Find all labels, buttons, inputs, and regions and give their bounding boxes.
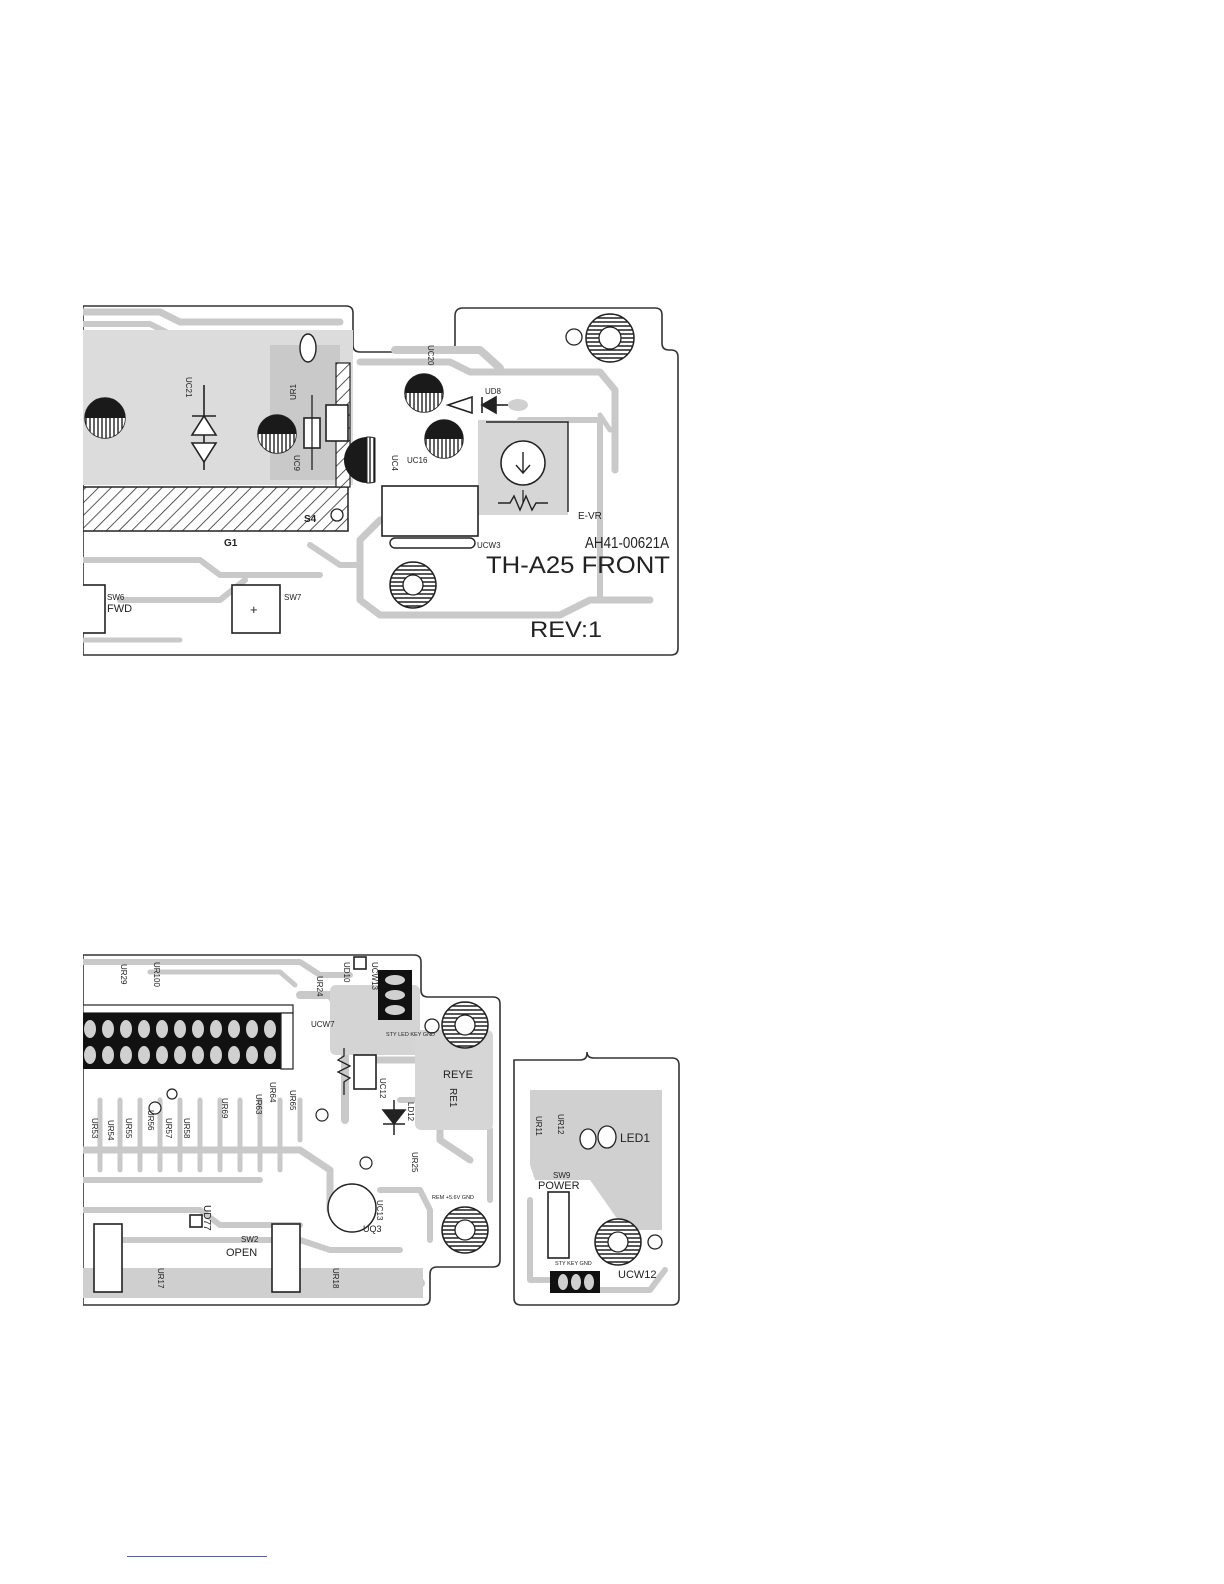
label-sw7: SW7 [284, 593, 302, 602]
label-uc12: UC12 [378, 1078, 387, 1099]
ud10-pad [353, 956, 367, 970]
evr-potentiometer [486, 421, 569, 512]
label-uc13: UC13 [375, 1200, 384, 1221]
label-uq3: UQ3 [363, 1224, 382, 1234]
resistor-symbol [336, 1048, 352, 1095]
label-sty-pins: STY KEY GND [555, 1261, 592, 1267]
label-uc9: UC9 [292, 455, 301, 472]
label-sw6: SW6 [107, 593, 125, 602]
mount-hole-bottom-lower [441, 1206, 489, 1254]
label-ucw7: UCW7 [311, 1020, 335, 1029]
capacitor-uc20 [404, 373, 444, 413]
mount-hole-top-bottom [389, 561, 437, 609]
switch-sw2 [271, 1223, 301, 1293]
mount-hole-power [594, 1218, 663, 1266]
label-ur54: UR54 [106, 1120, 115, 1141]
header-bar [83, 1004, 294, 1014]
label-ur53: UR53 [90, 1118, 99, 1139]
label-ur100: UR100 [152, 962, 161, 987]
ud77-pad [189, 1214, 203, 1228]
label-ur11: UR11 [534, 1116, 543, 1136]
ucw3-strip [389, 537, 476, 549]
label-uc20: UC20 [426, 345, 435, 366]
label-ur58: UR58 [182, 1118, 191, 1139]
label-ur65: UR65 [288, 1090, 297, 1111]
label-ur64: UR64 [268, 1082, 277, 1103]
label-s4: S4 [304, 514, 317, 525]
label-ur12: UR12 [556, 1114, 565, 1135]
switch-sw7 [231, 584, 281, 634]
label-ur69: UR69 [220, 1098, 229, 1119]
label-re1: RE1 [447, 1088, 458, 1108]
ucw3-connector [381, 485, 479, 537]
label-sw9: SW9 [553, 1171, 571, 1180]
label-connector-pins: STY LED KEY GND [386, 1032, 435, 1038]
capacitor-uc4 [344, 436, 376, 484]
capacitor-left [84, 397, 126, 439]
mount-hole-bottom-upper [424, 1001, 489, 1049]
label-ur18: UR18 [331, 1268, 340, 1289]
label-ucw3: UCW3 [477, 541, 501, 550]
bottom-traces [83, 959, 493, 1288]
label-ur17: UR17 [156, 1268, 165, 1289]
switch-left [93, 1223, 123, 1293]
label-ud77: UD77 [201, 1205, 212, 1231]
led-pad-1 [579, 1128, 597, 1150]
label-ur57: UR57 [164, 1118, 173, 1139]
component-block [325, 404, 349, 442]
label-ur29: UR29 [119, 964, 128, 985]
label-led1: LED1 [620, 1131, 650, 1145]
label-ucw13: UCW13 [370, 962, 379, 991]
zener-diode-uc21 [190, 385, 218, 470]
diode-ld12 [381, 1100, 407, 1135]
via-hole [330, 508, 344, 522]
led-pad-2 [597, 1125, 617, 1149]
label-fwd: FWD [107, 603, 132, 615]
diode-ud8 [445, 395, 528, 415]
label-ur1: UR1 [289, 383, 298, 400]
label-ld12: LD12 [406, 1102, 415, 1122]
board-name: TH-A25 FRONT [486, 552, 670, 579]
svg-text:+: + [250, 602, 258, 617]
pin-header-row [83, 1013, 293, 1069]
label-reye: REYE [443, 1069, 473, 1081]
part-number: AH41-00621A [585, 535, 669, 552]
capacitor-uc16 [424, 419, 464, 459]
label-evr: E-VR [578, 511, 602, 522]
switch-sw9 [547, 1191, 570, 1259]
label-ur56: UR56 [146, 1110, 155, 1131]
power-copper-area [530, 1090, 662, 1230]
label-g1: G1 [224, 538, 238, 549]
capacitor-uc13 [327, 1183, 377, 1233]
label-ucw12: UCW12 [618, 1269, 657, 1281]
pin-header-pads [84, 1020, 276, 1064]
resistor-uc12 [353, 1054, 377, 1090]
label-ur25: UR25 [410, 1152, 419, 1173]
label-rem-pins: REM +5.6V GND [432, 1195, 474, 1201]
label-ur55: UR55 [124, 1118, 133, 1139]
label-uc16: UC16 [407, 456, 428, 465]
switch-sw6 [83, 584, 106, 634]
copper-ground-strip [83, 1268, 423, 1298]
mount-hole-top-right [565, 313, 635, 363]
label-power: POWER [538, 1180, 580, 1192]
footer-underline [127, 1556, 267, 1557]
copper-area-2 [415, 1030, 493, 1130]
label-uc21: UC21 [184, 377, 193, 398]
revision: REV:1 [530, 617, 602, 642]
g1-hatched-bar [83, 486, 349, 532]
label-ud10: UD10 [342, 962, 351, 983]
top-board: + UCW3 UD8 UC16 UC20 UC21 UC4 UR1 UC9 G1… [83, 305, 679, 656]
label-ur24: UR24 [315, 976, 324, 997]
capacitor-uc9 [257, 414, 297, 454]
oval-pad [299, 333, 317, 363]
label-sw2: SW2 [241, 1235, 259, 1244]
label-ur63: UR63 [254, 1094, 263, 1115]
bottom-board: UCW13 UD10 UR24 UR29 UR100 UCW7 STY LED … [83, 954, 501, 1306]
label-uc4: UC4 [390, 455, 399, 472]
power-board: UR11 UR12 LED1 SW9 POWER UCW12 STY KEY G… [513, 1051, 680, 1306]
label-open: OPEN [226, 1247, 257, 1259]
label-ud8: UD8 [485, 387, 502, 396]
